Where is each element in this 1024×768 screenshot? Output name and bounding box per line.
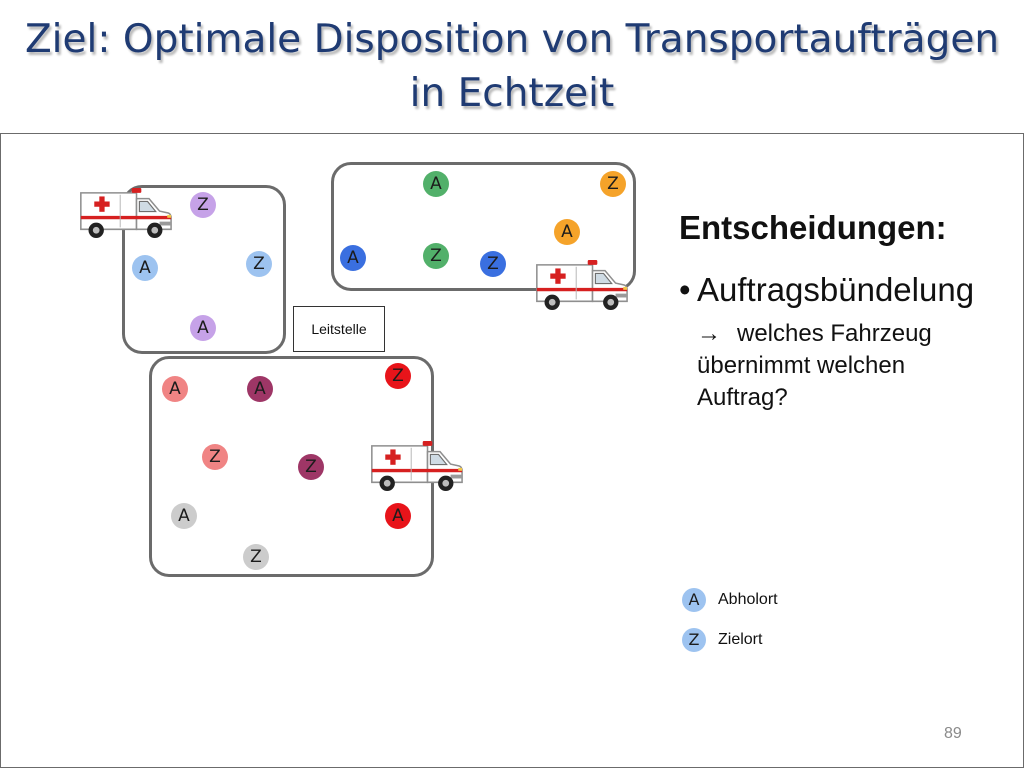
destination-marker: Z — [202, 444, 228, 470]
destination-marker: Z — [243, 544, 269, 570]
destination-marker: Z — [385, 363, 411, 389]
pickup-marker: A — [162, 376, 188, 402]
slide-title: Ziel: Optimale Disposition von Transport… — [0, 13, 1024, 121]
pickup-marker: A — [340, 245, 366, 271]
detail-text-block: →welches Fahrzeug übernimmt welchen Auft… — [697, 318, 952, 414]
title-line: Ziel: Optimale Disposition von Transport… — [24, 17, 1000, 62]
bullet-item: •Auftragsbündelung — [679, 270, 974, 310]
pickup-marker: A — [247, 376, 273, 402]
ambulance-icon — [371, 440, 463, 492]
decisions-heading: Entscheidungen: — [679, 209, 947, 246]
detail-text: welches Fahrzeug übernimmt welchen Auftr… — [697, 320, 932, 411]
bullet-glyph: • — [679, 271, 691, 308]
destination-marker: Z — [423, 243, 449, 269]
pickup-marker: A — [132, 255, 158, 281]
pickup-marker: A — [385, 503, 411, 529]
page-number: 89 — [944, 725, 962, 742]
service-area-border — [331, 162, 636, 291]
pickup-marker: A — [423, 171, 449, 197]
title-line: in Echtzeit — [409, 71, 615, 116]
legend-label: Zielort — [718, 631, 763, 648]
legend-marker: A — [682, 588, 706, 612]
control-center-label: Leitstelle — [311, 321, 367, 337]
pickup-marker: A — [171, 503, 197, 529]
arrow-right-icon: → — [697, 320, 721, 347]
destination-marker: Z — [190, 192, 216, 218]
pickup-marker: A — [190, 315, 216, 341]
pickup-marker: A — [554, 219, 580, 245]
legend-marker: Z — [682, 628, 706, 652]
destination-marker: Z — [600, 171, 626, 197]
ambulance-icon — [536, 259, 628, 311]
ambulance-icon — [80, 187, 172, 239]
destination-marker: Z — [480, 251, 506, 277]
destination-marker: Z — [298, 454, 324, 480]
service-area-border — [122, 185, 286, 354]
legend-label: Abholort — [718, 591, 778, 608]
bullet-text: Auftragsbündelung — [697, 271, 975, 308]
destination-marker: Z — [246, 251, 272, 277]
control-center-box: Leitstelle — [293, 306, 385, 352]
